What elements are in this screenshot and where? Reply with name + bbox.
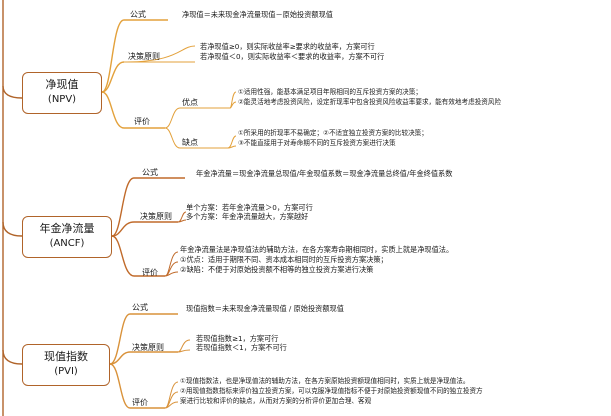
npv-formula-label: 公式 (130, 10, 146, 19)
ancf-eval-2: ①优点：适用于期限不同、资本成本相同时的互斥投资方案决策； (180, 255, 388, 264)
pvi-node[interactable]: 现值指数 (PVI) (22, 344, 110, 386)
ancf-rule-label: 决策原则 (140, 212, 172, 221)
ancf-formula: 年金净流量＝现金净流量总现值/年金现值系数＝现金净流量总终值/年金终值系数 (196, 169, 453, 178)
npv-rule-label: 决策原则 (128, 52, 160, 61)
npv-cons-label: 缺点 (182, 138, 198, 147)
ancf-abbr: (ANCF) (49, 238, 85, 249)
ancf-formula-label: 公式 (142, 168, 158, 177)
npv-rule-2: 若净现值＜0，则实际收益率＜要求的收益率，方案不可行 (200, 52, 385, 61)
pvi-eval-1: ①现值指数法，也是净现值法的辅助方法，在各方案原始投资额现值相同时，实质上就是净… (180, 377, 470, 385)
pvi-eval-3: 案进行比较和评价的缺点，从而对方案的分析评价更加合理、客观 (180, 397, 372, 405)
ancf-eval-1: 年金净流量法是净现值法的辅助方法，在各方案寿命期相同时，实质上就是净现值法。 (180, 245, 454, 254)
npv-cons-1: ①所采用的折现率不易确定；②不适宜独立投资方案的比较决策； (238, 129, 428, 137)
npv-pros-2: ②能灵活地考虑投资风险，设定折现率中包含投资风险收益率要求，能有效地考虑投资风险 (238, 98, 502, 106)
npv-eval-label: 评价 (134, 117, 150, 126)
npv-node[interactable]: 净现值 (NPV) (22, 72, 102, 114)
pvi-rule-2: 若现值指数＜1，方案不可行 (196, 343, 287, 352)
ancf-eval-label: 评价 (142, 268, 158, 277)
ancf-eval-3: ②缺陷：不便于对原始投资额不相等的独立投资方案进行决策 (180, 265, 374, 274)
ancf-title: 年金净流量 (39, 222, 95, 235)
pvi-rule-1: 若现值指数≥1，方案可行 (196, 334, 279, 343)
npv-abbr: (NPV) (47, 94, 77, 105)
pvi-rule-label: 决策原则 (132, 343, 164, 352)
npv-pros-1: ①适用性强，能基本满足项目年限相同的互斥投资方案的决策； (238, 88, 422, 96)
npv-formula: 净现值＝未来现金净流量现值－原始投资额现值 (182, 10, 333, 19)
pvi-eval-2: ②用现值指数指标来评价独立投资方案，可以克服净现值指标不便于对原始投资额现值不同… (180, 387, 483, 395)
npv-title: 净现值 (45, 78, 79, 91)
pvi-eval-label: 评价 (132, 398, 148, 407)
npv-rule-1: 若净现值≥0，则实际收益率≥要求的收益率，方案可行 (200, 42, 375, 51)
npv-cons-2: ③不能直接用于对寿命期不同的互斥投资方案进行决策 (238, 139, 396, 147)
npv-pros-label: 优点 (182, 98, 198, 107)
pvi-abbr: (PVI) (54, 366, 78, 377)
pvi-title: 现值指数 (44, 350, 88, 363)
ancf-rule-1: 单个方案：若年金净流量＞0，方案可行 (186, 203, 313, 212)
pvi-formula: 现值指数＝未来现金净流量现值 / 原始投资额现值 (186, 304, 344, 313)
pvi-formula-label: 公式 (132, 303, 148, 312)
ancf-node[interactable]: 年金净流量 (ANCF) (22, 216, 112, 258)
ancf-rule-2: 多个方案：年金净流量越大，方案越好 (186, 212, 309, 221)
